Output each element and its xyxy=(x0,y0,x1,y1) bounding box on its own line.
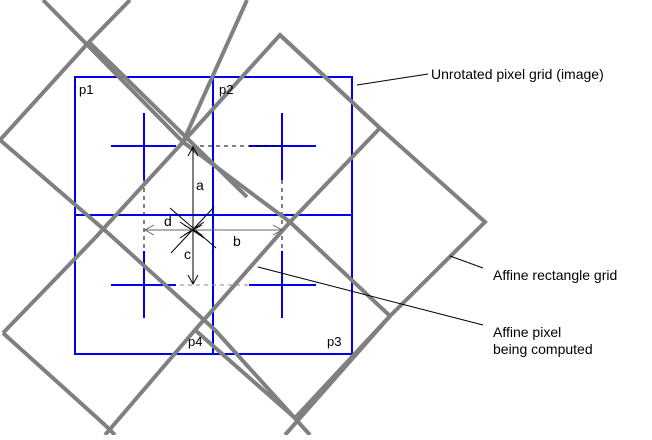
pixel-center-p1 xyxy=(111,113,176,180)
pixel-label-p2: p2 xyxy=(219,82,234,97)
distance-label-d: d xyxy=(164,213,172,229)
affine-rectangle-grid xyxy=(0,0,488,437)
pixel-center-p3 xyxy=(249,251,316,318)
leader-affine-pixel xyxy=(257,266,484,326)
pixel-label-p1: p1 xyxy=(79,82,94,97)
distance-arrows xyxy=(143,145,284,286)
leader-affine-grid xyxy=(449,255,484,269)
callout-affine-pixel-line2: being computed xyxy=(493,341,593,357)
pixel-label-p3: p3 xyxy=(327,334,342,349)
leader-unrotated xyxy=(356,73,429,86)
distance-label-a: a xyxy=(196,177,204,193)
pixel-label-p4: p4 xyxy=(188,334,203,349)
callout-leaders xyxy=(257,73,484,326)
distance-label-c: c xyxy=(184,246,191,262)
callout-affine-pixel-line1: Affine pixel xyxy=(493,324,562,340)
callout-affine-rectangle-grid: Affine rectangle grid xyxy=(493,267,618,283)
callout-unrotated-pixel-grid: Unrotated pixel grid (image) xyxy=(431,66,604,82)
pixel-center-crosses xyxy=(111,113,316,318)
distance-label-b: b xyxy=(233,233,241,249)
